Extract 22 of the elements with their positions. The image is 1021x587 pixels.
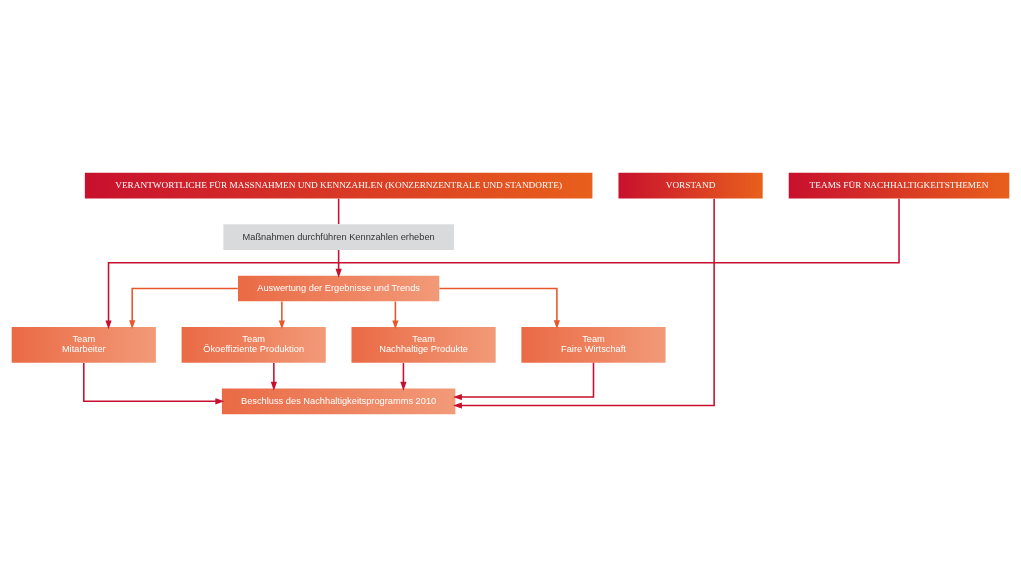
arrow	[278, 300, 285, 330]
arrow	[392, 300, 399, 330]
arrow	[400, 362, 407, 391]
node-box: TEAMS FÜR NACHHALTIGKEITSTHEMEN	[788, 172, 1010, 199]
arrow	[453, 198, 715, 409]
node-box: VERANTWORTLICHE FÜR MASSNAHMEN UND KENNZAHLEN (KONZERNZENTRALE UND STANDORTE)	[84, 172, 593, 199]
arrow	[105, 198, 900, 330]
node-box: Auswertung der Ergebnisse und Trends	[238, 275, 440, 302]
arrow	[270, 362, 277, 391]
node-box: Team Ökoeffiziente Produktion	[181, 327, 326, 363]
node-box: Team Faire Wirtschaft	[521, 327, 666, 363]
node-box: Maßnahmen durchführen Kennzahlen erheben	[223, 224, 454, 250]
node-box: Team Nachhaltige Produkte	[351, 327, 496, 363]
node-box: Team Mitarbeiter	[11, 327, 156, 363]
arrow	[83, 362, 225, 405]
arrow	[129, 287, 239, 330]
node-box: Beschluss des Nachhaltigkeitsprogramms 2010	[221, 388, 456, 415]
node-box: VORSTAND	[618, 172, 763, 199]
arrow	[335, 249, 342, 278]
arrow	[438, 287, 560, 330]
connector	[337, 197, 340, 225]
arrow	[453, 362, 595, 401]
